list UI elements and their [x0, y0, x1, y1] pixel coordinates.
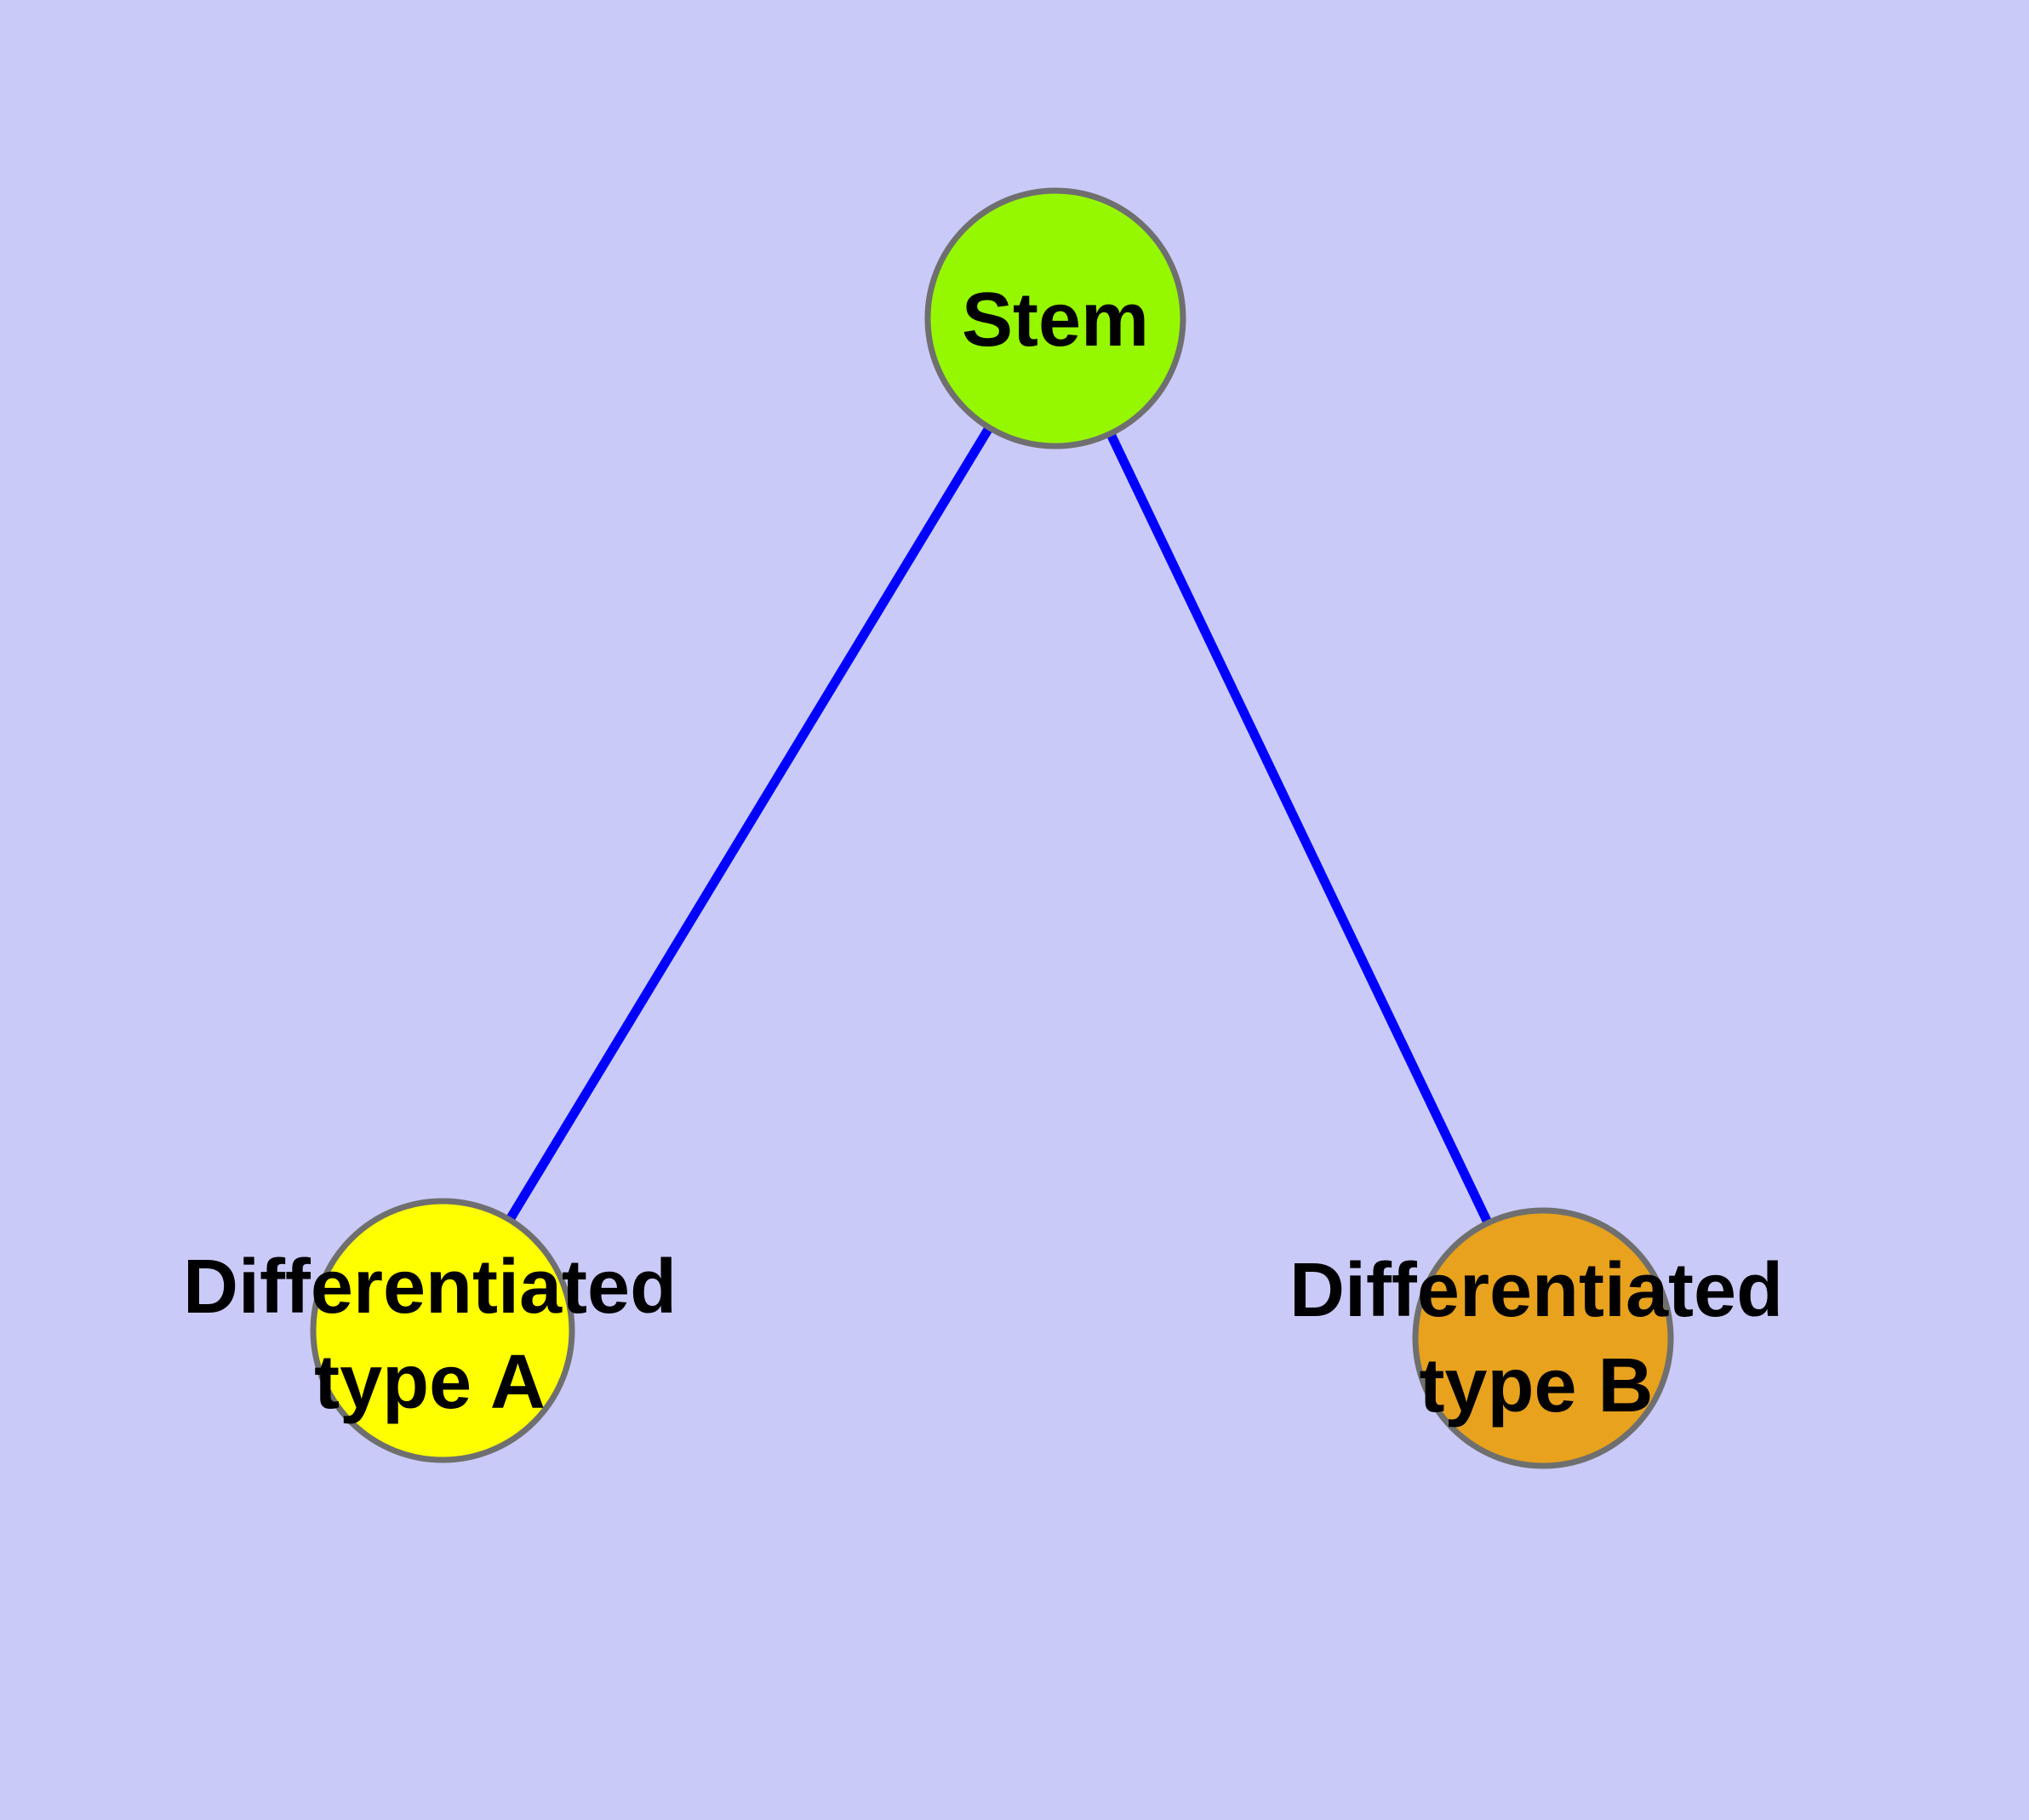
node-type-a — [310, 1198, 575, 1463]
node-stem-label: Stem — [962, 272, 1149, 368]
node-type-b-label-line2: type B — [1419, 1343, 1654, 1428]
node-type-a-label-line1: Differentiated — [182, 1245, 677, 1330]
node-stem-label-text: Stem — [961, 278, 1150, 363]
node-type-b-label: Differentiated type B — [1289, 1243, 1783, 1434]
node-type-a-label: Differentiated type A — [183, 1239, 677, 1430]
node-stem — [924, 187, 1186, 449]
node-type-b-label-line1: Differentiated — [1289, 1248, 1784, 1333]
node-type-a-label-line2: type A — [314, 1340, 546, 1425]
edge-stem-to-type-b — [1051, 316, 1547, 1341]
edge-stem-to-type-a — [438, 316, 1060, 1333]
node-type-b — [1412, 1207, 1674, 1469]
